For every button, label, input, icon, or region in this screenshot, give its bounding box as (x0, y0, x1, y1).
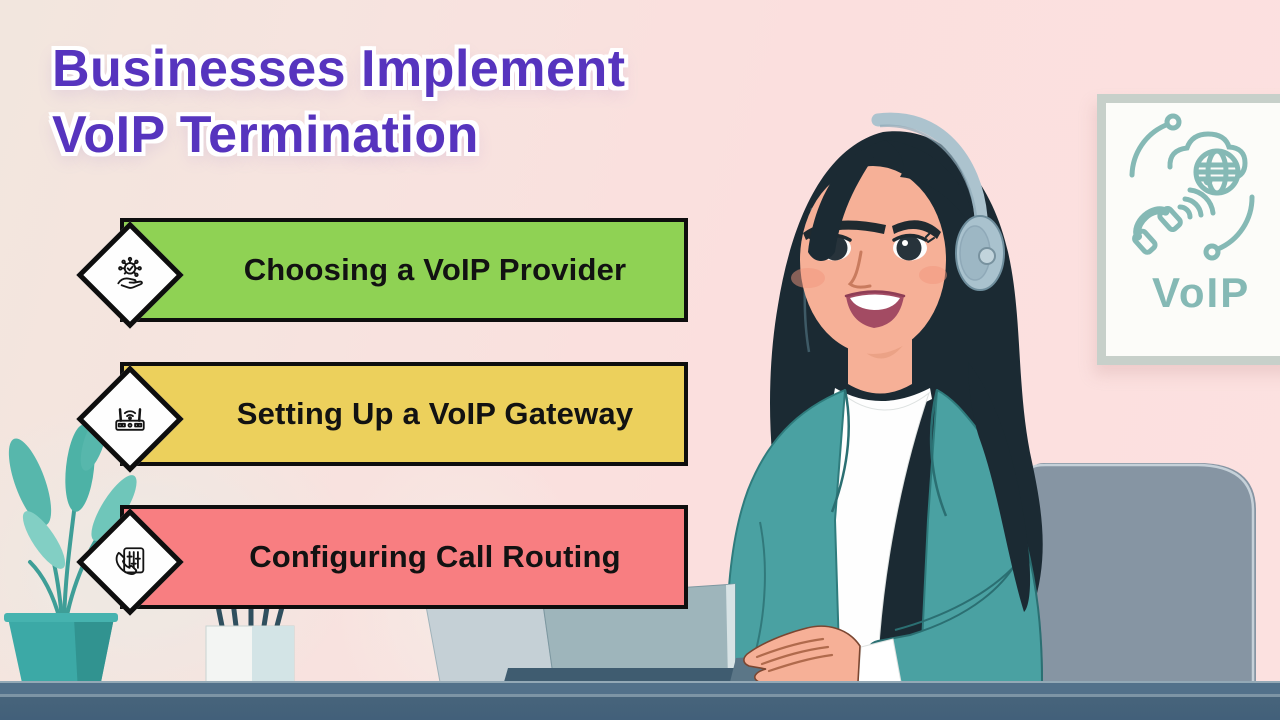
voip-cloud-phone-icon (1129, 113, 1255, 261)
jacket (726, 389, 1044, 685)
title-line-2: VoIP Termination (52, 106, 479, 164)
step-banner-routing: Configuring Call Routing (120, 505, 688, 609)
hand (743, 625, 861, 683)
desk (0, 681, 1280, 720)
provider-selection-gear-hand-icon (117, 256, 143, 289)
woman-with-headset-illustration (423, 112, 1256, 685)
step-label: Configuring Call Routing (249, 539, 621, 574)
call-routing-phone-sliders-icon (115, 547, 145, 575)
voip-wall-art-frame: VoIP (1097, 94, 1280, 365)
title-line-1: Businesses Implement (52, 40, 626, 98)
step-diamond-2 (76, 365, 184, 473)
voip-wall-art-label: VoIP (1152, 269, 1251, 316)
page-title: Businesses Implement VoIP Termination (52, 36, 626, 168)
step-label: Setting Up a VoIP Gateway (236, 396, 634, 431)
step-diamond-3 (76, 508, 184, 616)
pen-cup (205, 572, 295, 689)
voip-gateway-router-icon (115, 408, 145, 431)
step-banner-gateway: Setting Up a VoIP Gateway (120, 362, 688, 466)
step-diamond-1 (76, 221, 184, 329)
step-banner-provider: Choosing a VoIP Provider (120, 218, 688, 322)
headset (871, 112, 1005, 291)
step-label: Choosing a VoIP Provider (243, 252, 627, 287)
